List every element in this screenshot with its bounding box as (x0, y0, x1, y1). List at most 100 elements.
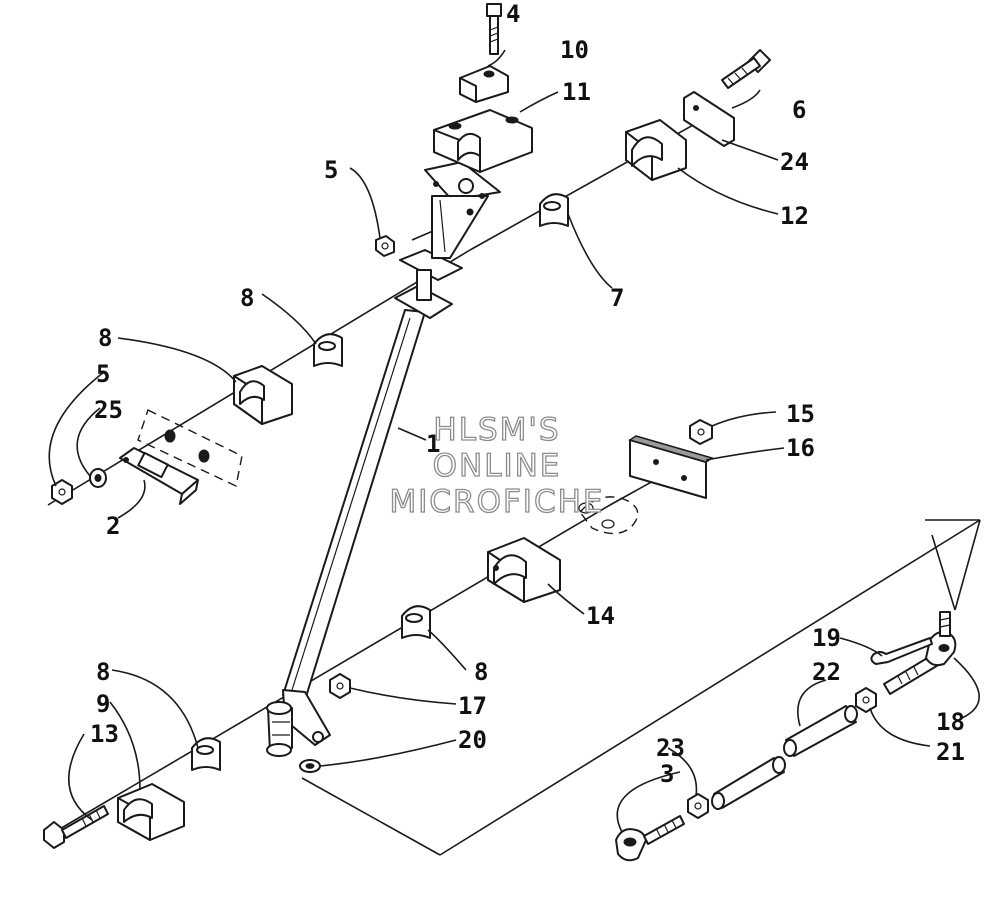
leader-5a (349, 167, 381, 239)
watermark-line-1: HLSM'S (433, 412, 560, 448)
jam-nut-part-23 (687, 793, 709, 819)
clamp-block-part-7 (233, 365, 293, 425)
leader-10 (487, 49, 506, 67)
plate-part-16 (628, 435, 714, 499)
callout-4: 4 (506, 0, 520, 28)
callout-5-upper: 5 (324, 156, 338, 184)
leader-16 (705, 447, 785, 461)
tie-rod-end-part-18 (883, 611, 957, 695)
washer-part-20 (299, 759, 321, 773)
callout-22: 22 (812, 658, 841, 686)
clamp-cap-part-10 (459, 65, 509, 103)
callout-10: 10 (560, 36, 589, 64)
callout-24: 24 (780, 148, 809, 176)
watermark-line-3: MICROFICHE (390, 484, 605, 520)
watermark-line-2: ONLINE (433, 448, 562, 484)
frame-bracket-phantom-right (578, 496, 639, 535)
clamp-block-part-12 (625, 119, 687, 181)
leader-lines (48, 16, 980, 833)
leader-8c (427, 629, 467, 671)
leader-3 (616, 771, 681, 833)
callout-18: 18 (936, 708, 965, 736)
callout-19: 19 (812, 624, 841, 652)
callout-6: 6 (792, 96, 806, 124)
frame-rail-phantom-left (137, 409, 243, 488)
plate-part-24 (683, 91, 735, 147)
tie-rod-guide-end (954, 519, 981, 611)
nut-part-17 (329, 673, 351, 699)
callout-3: 3 (660, 760, 674, 788)
leader-24 (721, 139, 779, 161)
leader-23 (667, 747, 698, 797)
callout-labels: 4 10 11 6 24 12 5 7 8 8 5 25 2 1 15 16 1… (90, 0, 965, 788)
clamp-block-part-14 (487, 537, 561, 603)
callout-9: 9 (96, 690, 110, 718)
callout-13: 13 (90, 720, 119, 748)
callout-25: 25 (94, 396, 123, 424)
callout-1: 1 (426, 430, 440, 458)
jam-nut-part-21 (855, 687, 877, 713)
leader-1 (397, 427, 427, 441)
leader-17 (349, 687, 457, 705)
watermark: HLSM'S ONLINE MICROFICHE (389, 411, 605, 520)
leader-8b (261, 293, 317, 345)
tie-rod-guide-left (301, 777, 441, 856)
nut-part-15 (689, 419, 713, 445)
callout-23: 23 (656, 734, 685, 762)
tie-rod-assembly (615, 611, 957, 862)
leader-5b (48, 371, 105, 487)
leader-11 (519, 91, 559, 113)
bushing-part-8-lower-right (401, 605, 431, 639)
callout-20: 20 (458, 726, 487, 754)
tie-rod-guide-end-2 (931, 534, 956, 611)
callout-7: 8 (98, 324, 112, 352)
tie-rod-tube-part-22 (783, 705, 858, 757)
leader-8a (567, 213, 613, 289)
leader-6 (731, 89, 761, 109)
leader-9 (109, 701, 141, 791)
leader-2 (117, 479, 146, 519)
callout-15: 15 (786, 400, 815, 428)
callout-12: 12 (780, 202, 809, 230)
leader-21 (869, 707, 931, 747)
cotter-pin-part-19 (870, 637, 933, 665)
callout-21: 21 (936, 738, 965, 766)
bracket-block-part-11 (433, 109, 533, 173)
leader-12 (677, 167, 779, 215)
leader-18 (953, 657, 980, 719)
leader-8d (111, 669, 199, 749)
leader-7 (117, 337, 237, 383)
callout-8-upper-right: 7 (610, 284, 624, 312)
callout-5-left: 5 (96, 360, 110, 388)
nut-part-5-upper (375, 235, 395, 257)
washer-part-25 (89, 468, 107, 488)
leader-25 (76, 407, 101, 477)
callout-16: 16 (786, 434, 815, 462)
bushing-part-8-lower-left (191, 737, 221, 771)
callout-2: 2 (106, 512, 120, 540)
clamp-block-part-9 (117, 783, 185, 841)
nut-part-5-left (51, 479, 73, 505)
bushing-part-8-upper-left (313, 333, 343, 367)
callout-8-lower-left: 8 (96, 658, 110, 686)
leader-19 (839, 637, 883, 657)
callout-8-lower-right: 8 (474, 658, 488, 686)
backing-plate-part-2 (119, 447, 199, 505)
callout-11: 11 (562, 78, 591, 106)
bushing-part-8-upper-right (539, 193, 569, 227)
leader-13 (67, 733, 93, 821)
leader-20 (319, 739, 457, 767)
leader-22 (797, 679, 827, 727)
callout-8-upper-left: 8 (240, 284, 254, 312)
tie-rod-tube-lower (711, 756, 786, 810)
bolt-part-13 (43, 805, 109, 849)
callout-17: 17 (458, 692, 487, 720)
callout-14: 14 (586, 602, 615, 630)
bolt-part-4 (486, 3, 502, 55)
bolt-part-6 (721, 49, 771, 89)
leader-14 (547, 583, 585, 615)
leader-15 (711, 411, 777, 427)
steering-post-shaft (266, 161, 501, 757)
